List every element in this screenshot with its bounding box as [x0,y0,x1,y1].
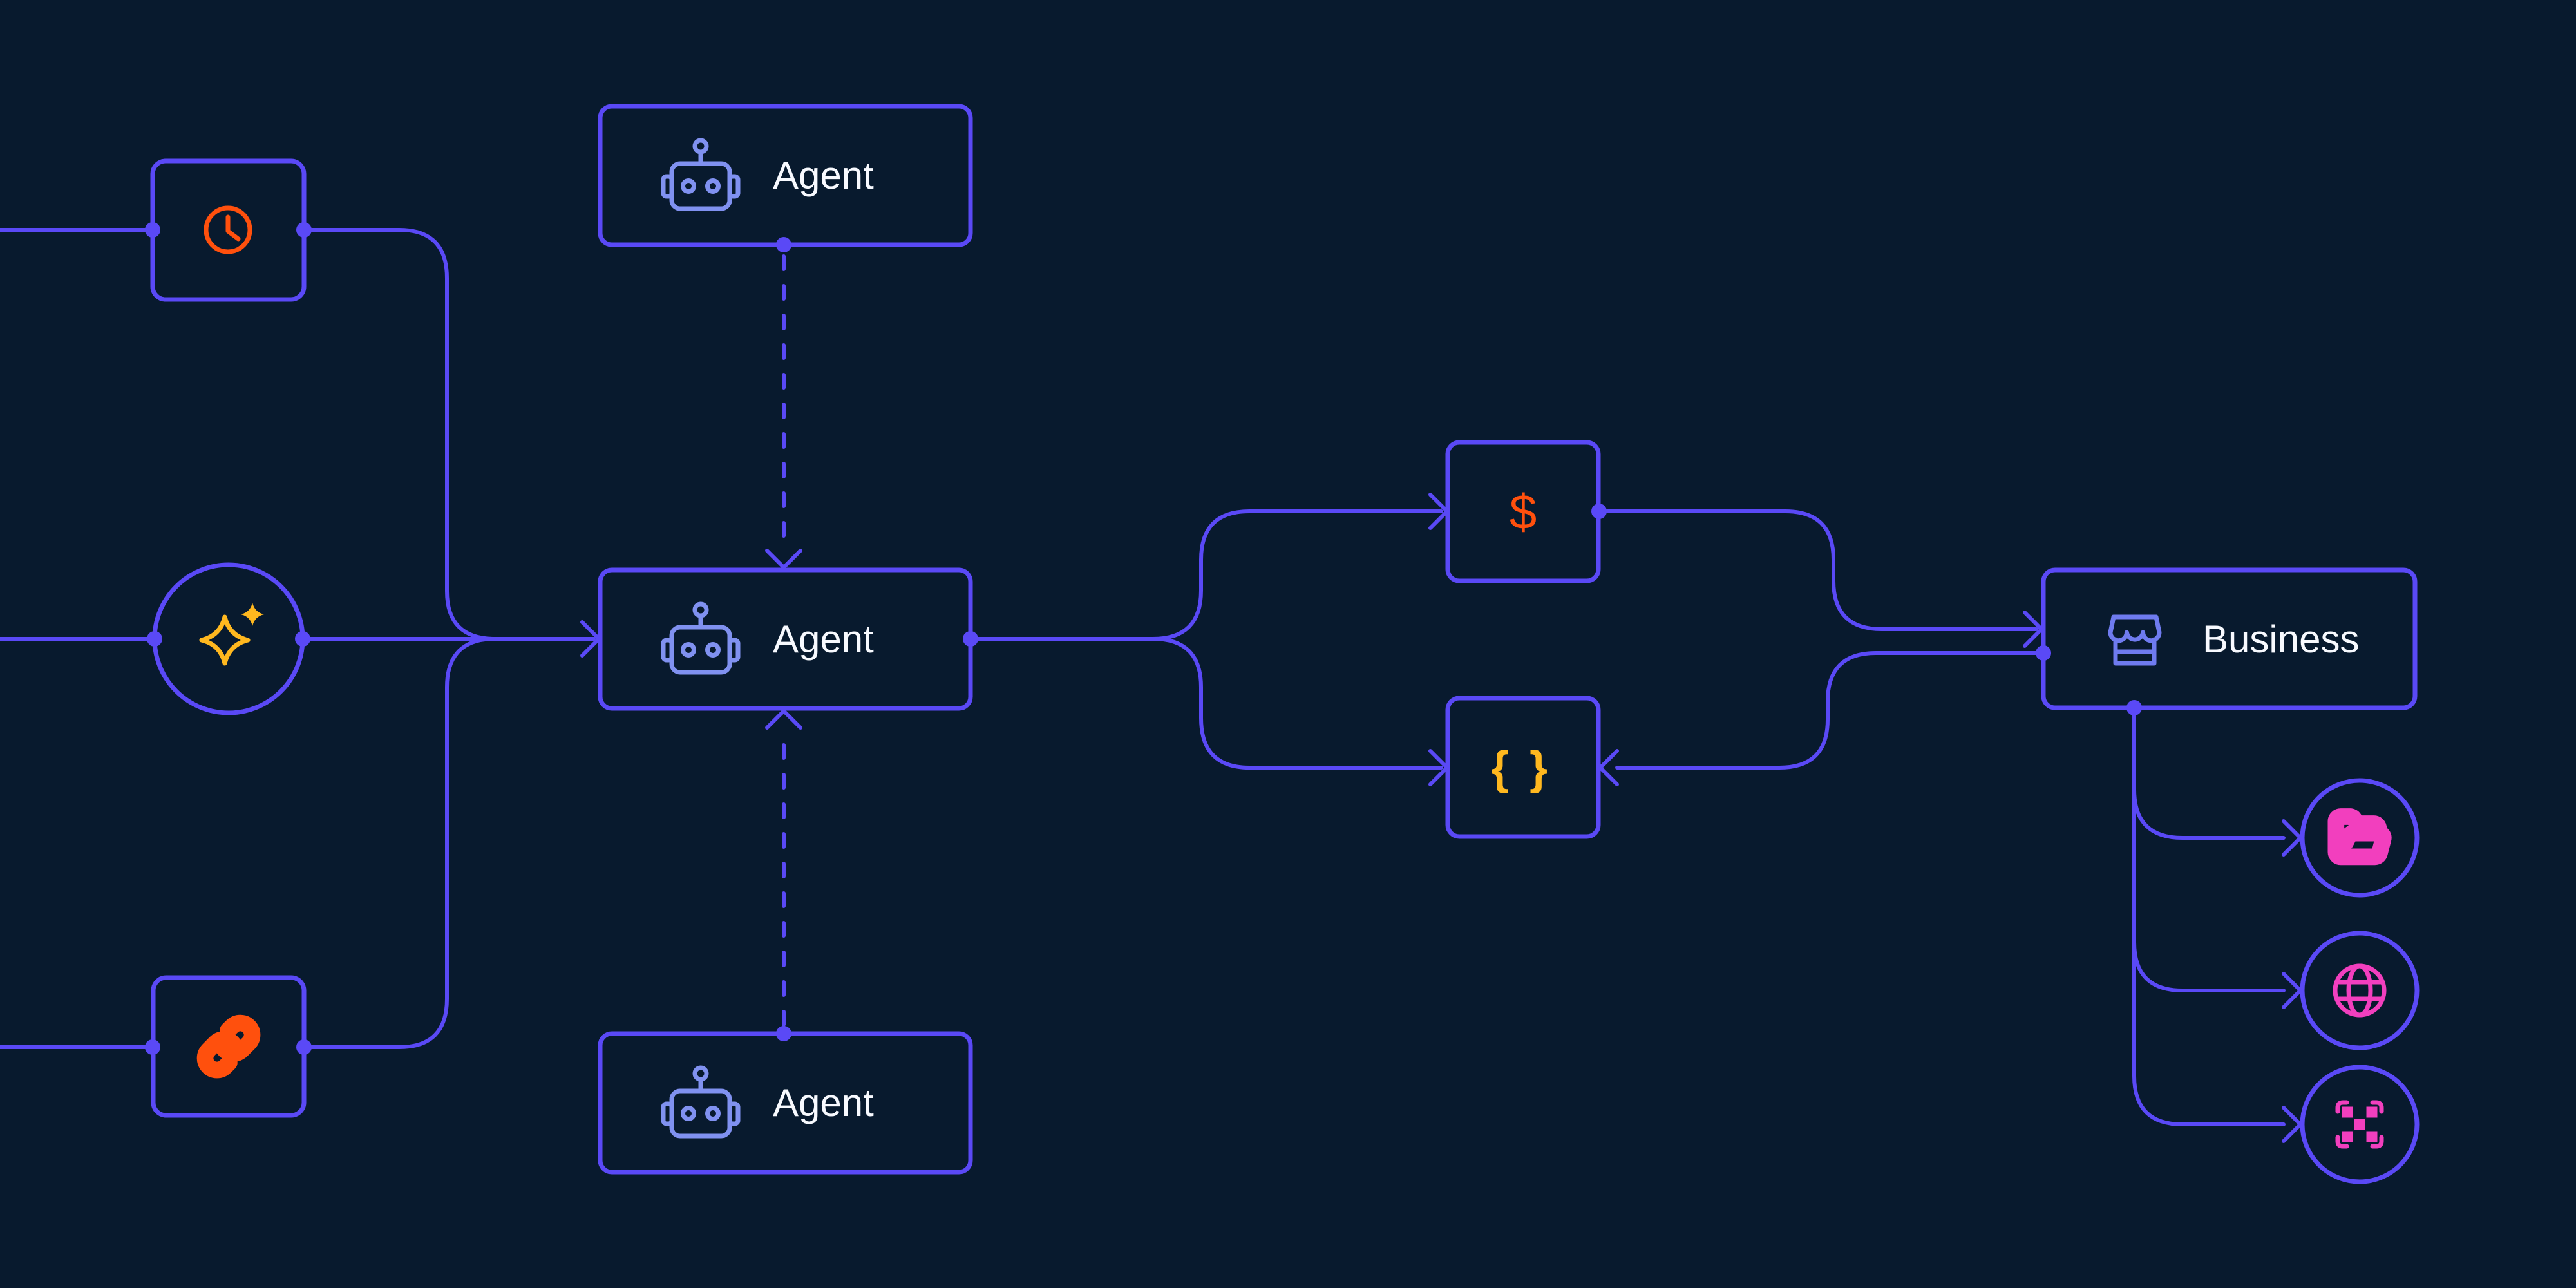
node-trigger-link [145,975,312,1118]
port-dot [776,1026,791,1041]
sparkles-icon [199,603,264,666]
node-payload: { } [1445,696,1601,839]
edge-business-to-folder [2132,788,2286,840]
business-box [2041,567,2418,710]
port-dot [1591,504,1607,519]
node-business: Business [2036,567,2418,715]
port-dot [147,631,162,647]
braces-icon: { } [1491,743,1551,794]
edge-link-to-merge [302,637,497,1049]
business-label: Business [2202,618,2359,661]
port-dot [296,222,312,238]
globe-icon [2333,963,2387,1018]
connector-edges [0,228,2302,1143]
port-dot [145,1039,160,1055]
edge-business-to-scan [2132,706,2286,1126]
arrowhead-into-scan [2282,1106,2302,1143]
scan-node-circle [2300,1065,2420,1184]
agent-center-label: Agent [773,618,874,661]
port-dot [776,237,791,252]
edge-payment-to-business [1597,509,2038,631]
port-dot [296,1039,312,1055]
link-icon [196,1014,261,1079]
port-dot [295,631,310,647]
dollar-icon: $ [1510,485,1537,540]
arrowhead-into-folder [2282,819,2302,857]
agent-bottom-label: Agent [773,1081,874,1124]
node-trigger-clock [145,158,312,302]
edge-agent-to-payment [969,509,1443,641]
folder-node-circle [2300,778,2420,898]
payload-box [1445,696,1601,839]
port-dot [2036,645,2051,661]
robot-icon [661,138,741,211]
edge-clock-to-merge [302,228,497,641]
node-dest-scan [2300,1065,2420,1184]
robot-icon [661,601,741,675]
node-dest-folder [2300,778,2420,898]
arrowhead-into-globe [2282,972,2302,1009]
node-agent-center: Agent [598,567,978,711]
arrowhead-into-payload-right [1598,749,1619,786]
node-agent-top: Agent [598,104,973,252]
port-dot [2126,700,2142,715]
port-dot [145,222,160,238]
edge-business-to-payload [1615,651,2044,770]
arrowhead-dashed-up [765,709,802,730]
edge-business-to-globe [2132,940,2286,992]
sparkle-node-circle [152,562,305,715]
robot-icon [661,1065,741,1139]
folder-icon [2327,808,2392,866]
globe-node-circle [2300,931,2420,1050]
node-agent-bottom: Agent [598,1026,973,1175]
node-trigger-sparkle [147,562,310,715]
agent-top-label: Agent [773,154,874,197]
node-payment: $ [1445,440,1607,583]
scan-icon [2335,1100,2384,1149]
port-dot [963,631,978,647]
clock-icon [204,205,252,254]
storefront-icon [2108,614,2162,666]
edge-agent-to-payload [1151,637,1443,770]
node-dest-globe [2300,931,2420,1050]
arrowhead-dashed-down [765,549,802,569]
